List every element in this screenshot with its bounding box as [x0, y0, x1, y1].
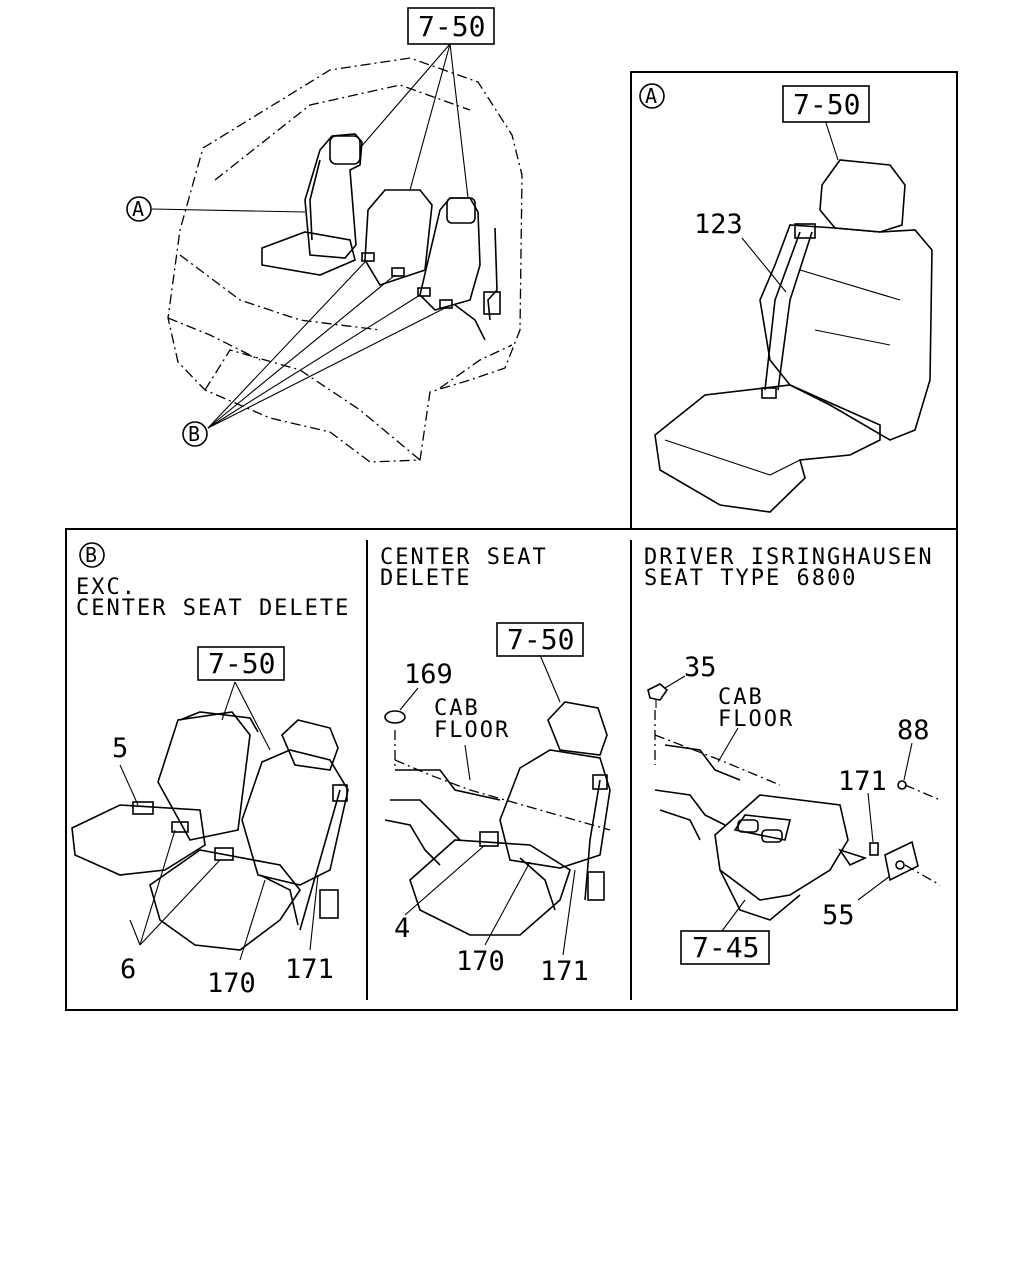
callout-b-label: B [188, 422, 200, 446]
ref-box-7-50-panel-center [496, 622, 584, 657]
panel-driver-title-line2: SEAT TYPE 6800 [644, 566, 857, 591]
part-123-label: 123 [694, 209, 743, 240]
ref-box-7-45 [680, 930, 770, 965]
part-35-label: 35 [684, 652, 717, 683]
part-5-label: 5 [112, 733, 128, 764]
panel-center-cab-line2: FLOOR [434, 718, 510, 743]
ref-box-7-50-panel-a-label: 7-50 [793, 88, 860, 121]
panel-b-title-line1: EXC. [76, 575, 137, 600]
panel-center-drawing [384, 654, 611, 956]
panel-driver-cab-line2: FLOOR [718, 707, 794, 732]
bottom-panels-frame [65, 528, 958, 1011]
part-171-label-center: 171 [540, 956, 589, 987]
panel-center-cab-line1: CAB [434, 696, 480, 721]
part-171-label-driver: 171 [838, 766, 887, 797]
panel-frames [65, 71, 958, 1011]
part-171-label-b: 171 [285, 954, 334, 985]
part-4-label: 4 [394, 913, 410, 944]
part-170-label-center: 170 [456, 946, 505, 977]
panel-a-id-circle [639, 83, 665, 109]
part-88-label: 88 [897, 715, 930, 746]
ref-box-7-50-panel-b-label: 7-50 [208, 647, 275, 680]
panel-driver-title-line1: DRIVER ISRINGHAUSEN [644, 545, 934, 570]
part-55-label: 55 [822, 900, 855, 931]
ref-box-7-50-panel-center-label: 7-50 [507, 623, 574, 656]
ref-box-7-50-panel-a [782, 85, 870, 123]
ref-box-7-45-label: 7-45 [692, 931, 759, 964]
panel-b-drawing [71, 681, 349, 961]
ref-box-7-50-top [407, 7, 495, 45]
callout-a-label: A [132, 197, 144, 221]
panel-driver-cab-line1: CAB [718, 685, 764, 710]
part-169-label: 169 [404, 659, 453, 690]
panel-center-title-line2: DELETE [380, 566, 471, 591]
panel-b-id-label: B [85, 543, 97, 567]
part-6-label: 6 [120, 954, 136, 985]
panel-a-id-label: A [645, 84, 657, 108]
ref-box-7-50-panel-b [197, 646, 285, 681]
panel-driver-drawing [647, 675, 941, 932]
panel-b-id-circle [79, 542, 105, 568]
callout-b-circle [182, 421, 208, 447]
part-170-label-b: 170 [207, 968, 256, 999]
callout-a-circle [126, 196, 152, 222]
cab-overview-drawing [151, 43, 523, 463]
panel-a-drawing [654, 119, 933, 513]
panel-a-frame [630, 71, 958, 530]
ref-box-7-50-top-label: 7-50 [418, 10, 485, 43]
panel-center-title-line1: CENTER SEAT [380, 545, 548, 570]
panel-b-title-line2: CENTER SEAT DELETE [76, 596, 350, 621]
